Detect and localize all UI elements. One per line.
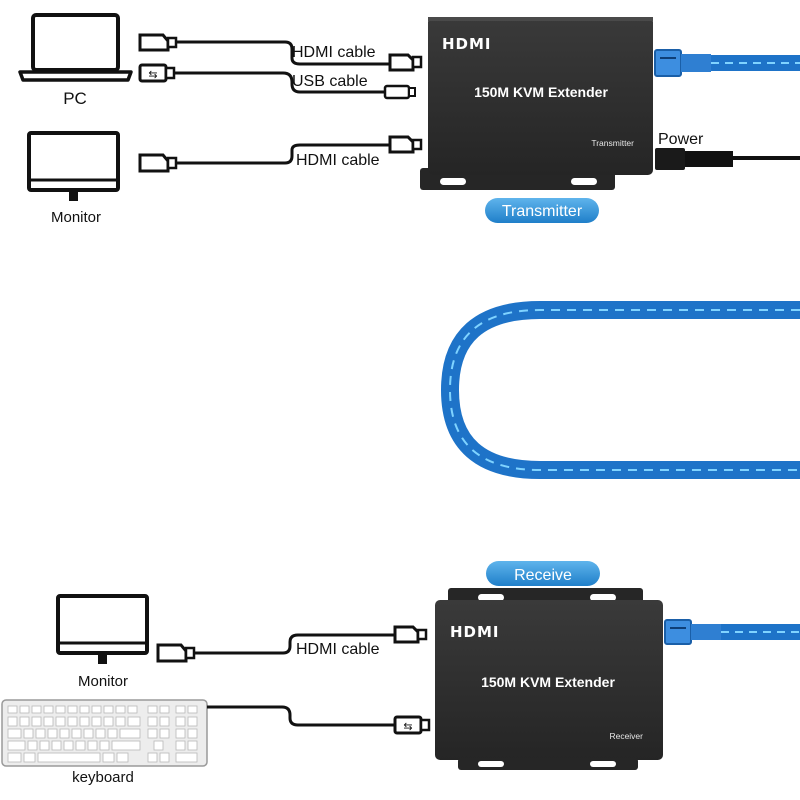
usb-cable-line — [174, 71, 385, 94]
device-model-label: Transmitter — [591, 138, 634, 148]
monitor-label: Monitor — [78, 673, 128, 690]
hdmi-plug-icon — [138, 153, 178, 173]
hdmi-plug-icon — [388, 53, 423, 72]
hdmi-cable-label: HDMI cable — [296, 152, 380, 169]
usb-plug-icon: ⇆ — [393, 715, 431, 735]
svg-text:⇆: ⇆ — [148, 68, 157, 81]
monitor-icon — [27, 131, 120, 201]
power-label: Power — [658, 131, 704, 148]
hdmi-logo: HDMI — [442, 35, 492, 53]
usb-cable-line — [207, 705, 395, 727]
transmitter-badge — [485, 198, 599, 223]
hdmi-logo: HDMI — [450, 623, 500, 641]
monitor-icon — [56, 594, 149, 664]
svg-text:⇆: ⇆ — [403, 720, 412, 733]
hdmi-plug-icon — [393, 625, 428, 644]
monitor-label: Monitor — [51, 209, 101, 226]
receiver-device — [435, 588, 663, 770]
usb-b-plug-icon — [383, 84, 416, 100]
usb-cable-label: USB cable — [292, 73, 368, 90]
hdmi-cable-line — [194, 633, 395, 655]
usb-plug-icon: ⇆ — [138, 63, 176, 83]
laptop-icon — [18, 13, 133, 82]
network-cable-loop-highlight — [448, 309, 800, 471]
transmitter-device — [420, 17, 653, 190]
hdmi-cable-label: HDMI cable — [292, 44, 376, 61]
pc-label: PC — [63, 89, 87, 108]
network-cable-loop — [440, 301, 800, 479]
device-title: 150M KVM Extender — [474, 84, 608, 100]
keyboard-label: keyboard — [72, 769, 134, 786]
transmitter-badge-label: Transmitter — [502, 203, 583, 220]
keyboard-icon — [1, 699, 208, 767]
hdmi-cable-label: HDMI cable — [296, 641, 380, 658]
power-plug-icon — [655, 148, 733, 170]
receiver-badge — [486, 561, 600, 586]
rj45-connector-icon — [664, 619, 721, 645]
hdmi-cable-line — [176, 40, 294, 58]
hdmi-plug-icon — [388, 135, 423, 154]
hdmi-cable-line — [176, 143, 390, 165]
device-model-label: Receiver — [609, 731, 643, 741]
receiver-badge-label: Receive — [514, 567, 572, 584]
hdmi-plug-icon — [156, 643, 196, 663]
hdmi-plug-icon — [138, 33, 178, 52]
hdmi-cable-line — [290, 57, 390, 66]
rj45-connector-icon — [654, 49, 711, 77]
device-title: 150M KVM Extender — [481, 674, 615, 690]
